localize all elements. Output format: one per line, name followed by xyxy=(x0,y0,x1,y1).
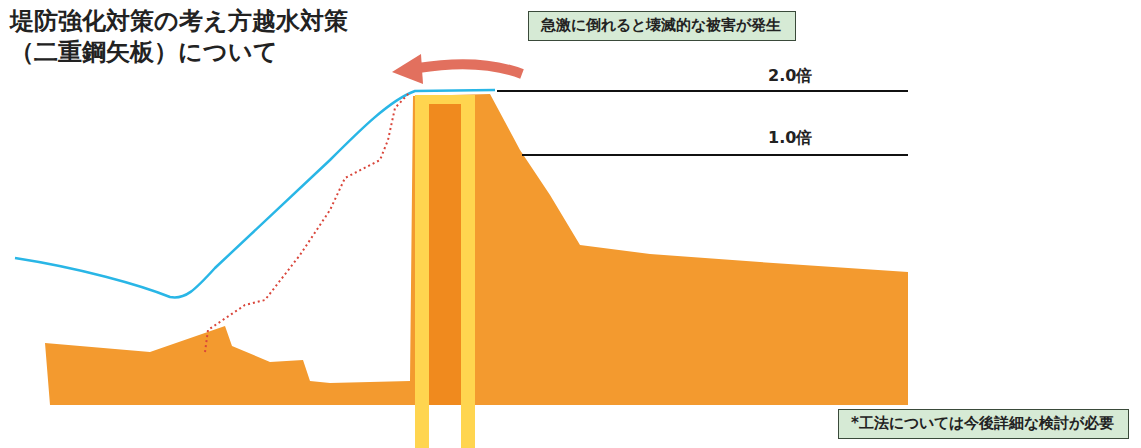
diagram-title: 堤防強化対策の考え方越水対策 （二重鋼矢板）について xyxy=(10,6,360,68)
overturn-arrowhead xyxy=(392,54,423,84)
note-box: 急激に倒れると壊滅的な被害が発生 xyxy=(528,11,796,41)
level-label: 2.0倍 xyxy=(768,66,812,87)
levee-body xyxy=(410,94,908,405)
ground-left xyxy=(45,326,410,405)
sheet-pile-cap xyxy=(415,95,475,104)
note-text: 急激に倒れると壊滅的な被害が発生 xyxy=(541,16,783,35)
note-box: *工法については今後詳細な検討が必要 xyxy=(838,409,1129,439)
level-line-1x xyxy=(522,154,908,156)
sheet-pile-right xyxy=(461,97,475,448)
sheet-pile-left xyxy=(415,97,429,448)
overturn-arrow xyxy=(418,64,522,74)
sheet-pile-core xyxy=(429,104,461,405)
failure-line xyxy=(205,92,410,352)
note-text: *工法については今後詳細な検討が必要 xyxy=(851,414,1116,433)
water-surface xyxy=(15,90,495,298)
level-line-2x xyxy=(497,90,908,92)
level-label: 1.0倍 xyxy=(768,128,812,149)
